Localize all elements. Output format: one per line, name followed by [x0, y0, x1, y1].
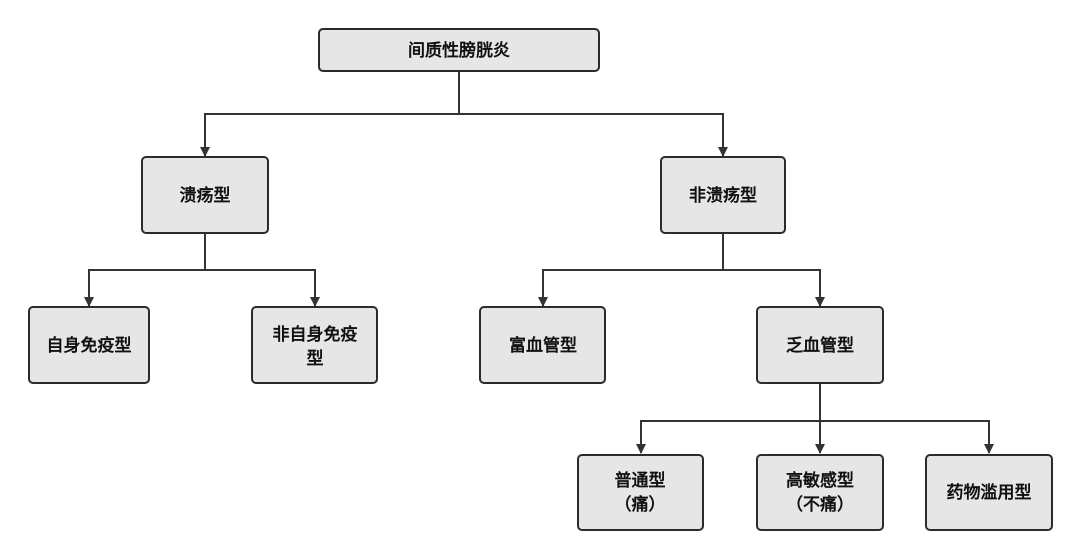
node-common-box	[577, 454, 704, 531]
node-hypersensitive-label-line2: （不痛）	[786, 494, 854, 515]
node-hypersensitive-box	[756, 454, 884, 531]
edge-ulcer-to-non-autoimmune	[205, 269, 320, 307]
node-ulcer: 溃疡型	[141, 156, 269, 234]
node-ulcer-box	[141, 156, 269, 234]
node-vascular-rich-box	[479, 306, 606, 384]
node-ulcer-label: 溃疡型	[180, 185, 231, 206]
node-hypersensitive: 高敏感型 （不痛）	[756, 454, 884, 531]
node-vascular-rich-label: 富血管型	[509, 335, 577, 356]
node-autoimmune-label: 自身免疫型	[47, 335, 132, 356]
edge-vascular-poor-to-drug-abuse	[820, 420, 994, 454]
node-vascular-poor: 乏血管型	[756, 306, 884, 384]
node-autoimmune: 自身免疫型	[28, 306, 150, 384]
node-autoimmune-box	[28, 306, 150, 384]
node-vascular-rich: 富血管型	[479, 306, 606, 384]
node-root: 间质性膀胱炎	[318, 28, 600, 72]
node-non-autoimmune: 非自身免疫 型	[251, 306, 378, 384]
node-drug-abuse-box	[925, 454, 1053, 531]
node-non-autoimmune-label-line1: 非自身免疫	[273, 324, 358, 345]
edge-root-to-ulcer	[200, 113, 459, 157]
node-common-label-line1: 普通型	[615, 470, 666, 491]
edges	[84, 71, 994, 454]
node-drug-abuse-label: 药物滥用型	[947, 482, 1032, 503]
node-non-ulcer-label: 非溃疡型	[689, 185, 757, 206]
node-non-ulcer-box	[660, 156, 786, 234]
node-root-label: 间质性膀胱炎	[408, 40, 510, 61]
node-common-label-line2: （痛）	[615, 494, 666, 515]
node-vascular-poor-label: 乏血管型	[786, 335, 854, 356]
node-common: 普通型 （痛）	[577, 454, 704, 531]
node-non-autoimmune-label-line2: 型	[307, 348, 324, 369]
edge-ulcer-to-autoimmune	[84, 269, 205, 307]
edge-non-ulcer-to-vascular-poor	[723, 269, 825, 307]
node-non-autoimmune-box	[251, 306, 378, 384]
node-vascular-poor-box	[756, 306, 884, 384]
edge-vascular-poor-to-common	[636, 420, 820, 454]
edge-non-ulcer-to-vascular-rich	[538, 269, 723, 307]
node-non-ulcer: 非溃疡型	[660, 156, 786, 234]
node-drug-abuse: 药物滥用型	[925, 454, 1053, 531]
node-hypersensitive-label-line1: 高敏感型	[786, 470, 854, 491]
edge-root-to-non-ulcer	[459, 113, 728, 157]
node-root-box	[318, 28, 600, 72]
